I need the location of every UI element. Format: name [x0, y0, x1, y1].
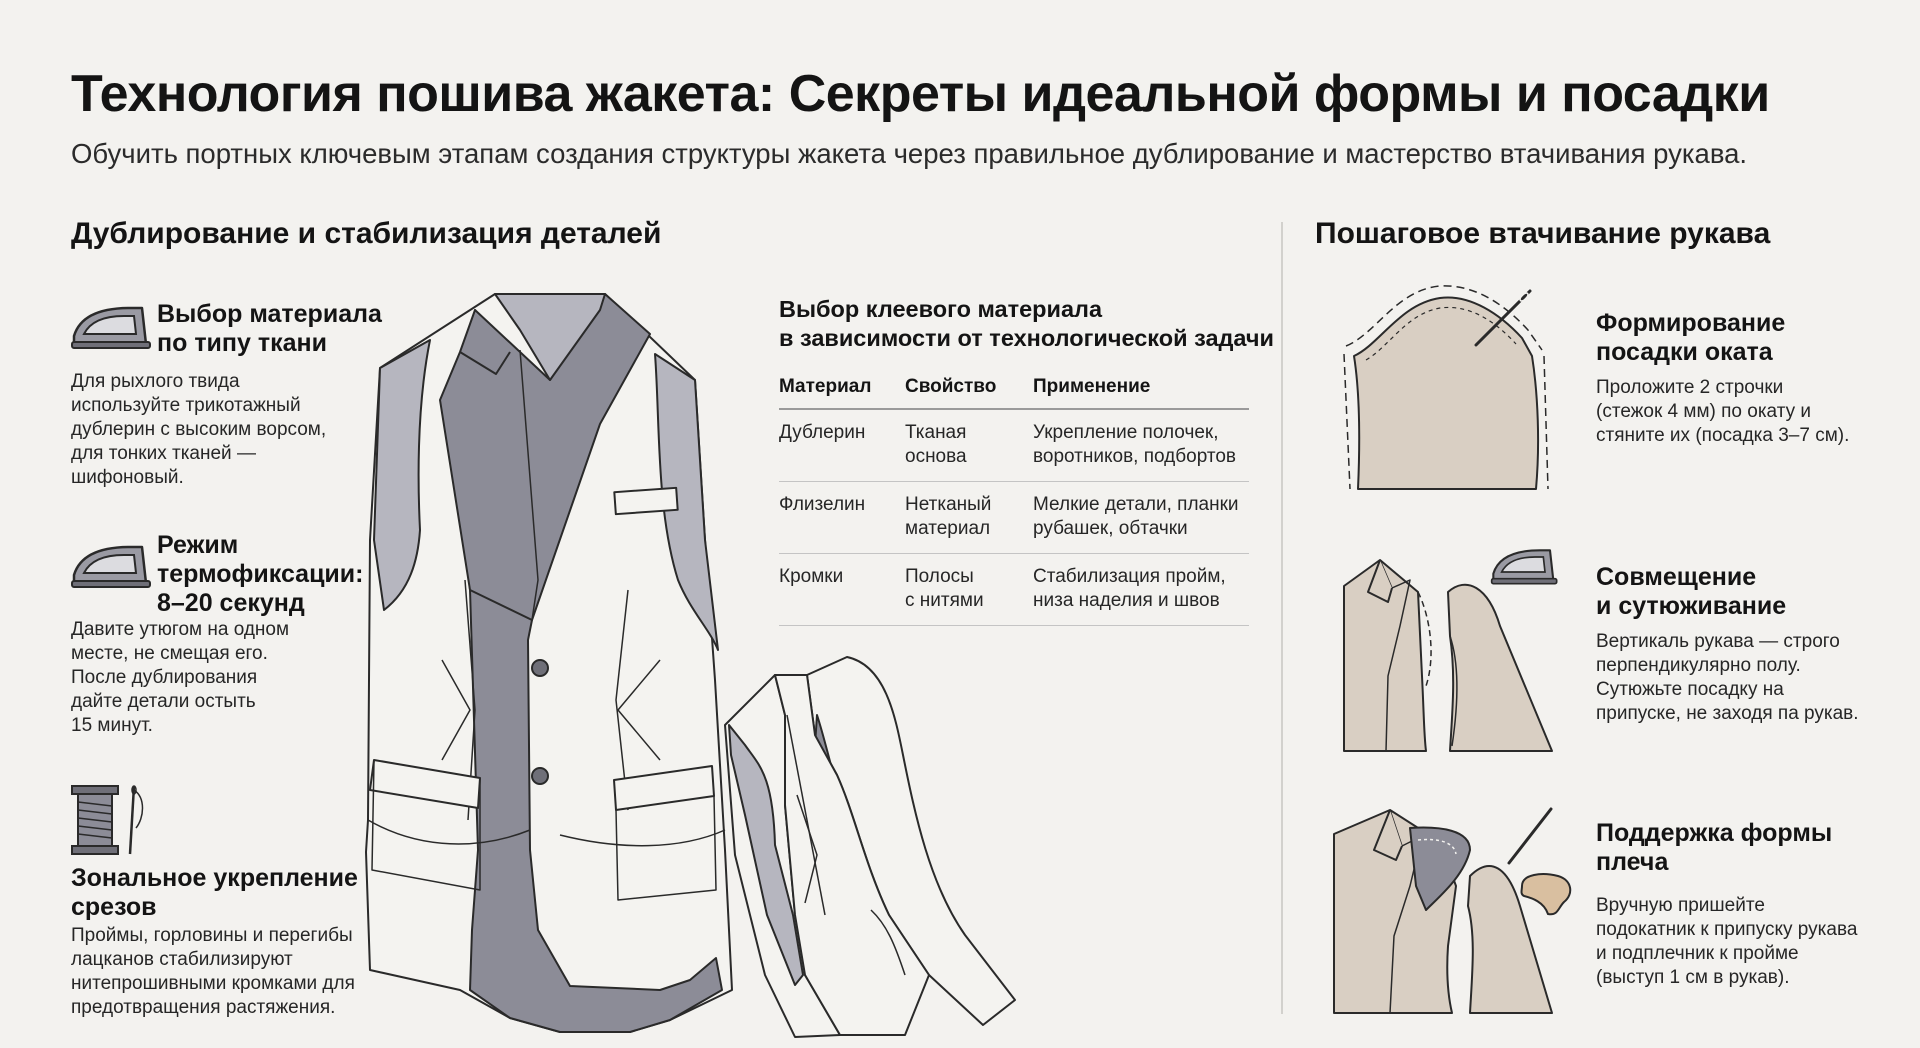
- text-line: подокатник к припуску рукава: [1596, 919, 1858, 940]
- table-cell: Укрепление полочек, воротников, подбортов: [1033, 409, 1249, 482]
- cell-line: материал: [905, 518, 991, 539]
- block-title-line: срезов: [71, 893, 157, 921]
- step-title-line: Формирование: [1596, 309, 1786, 337]
- block-title-line: Режим: [157, 531, 239, 559]
- table-cell: Кромки: [779, 553, 905, 626]
- step-title-align: Совмещение и сутюживание: [1596, 563, 1786, 621]
- cell-line: Нетканый: [905, 494, 992, 515]
- block-text-zonal: Проймы, горловины и перегибы лацканов ст…: [71, 924, 355, 1020]
- step-title-line: Поддержка формы: [1596, 819, 1833, 847]
- block-title-zonal: Зональное укрепление срезов: [71, 864, 358, 922]
- iron-icon: [1490, 549, 1558, 585]
- cell-line: Мелкие детали, планки: [1033, 494, 1239, 515]
- text-line: перпендикулярно полу.: [1596, 655, 1801, 676]
- sleeve-alignment-illustration: [1343, 559, 1553, 752]
- cell-line: рубашек, обтачки: [1033, 518, 1188, 539]
- sleeve-cap-illustration: [1343, 285, 1549, 490]
- table-heading-line: в зависимости от технологической задачи: [779, 325, 1275, 351]
- table-cell: Мелкие детали, планки рубашек, обтачки: [1033, 481, 1249, 554]
- text-line: стяните их (посадка 3–7 см).: [1596, 425, 1850, 446]
- table-heading: Выбор клеевого материала в зависимости о…: [779, 295, 1274, 353]
- column-header: Материал: [779, 370, 905, 410]
- table-cell: Полосы с нитями: [905, 553, 1033, 626]
- text-line: и подплечник к пройме: [1596, 943, 1799, 964]
- column-header: Применение: [1033, 370, 1249, 410]
- text-line: Давите утюгом на одном: [71, 619, 290, 640]
- cell-line: Полосы: [905, 566, 974, 587]
- block-title-line: по типу ткани: [157, 329, 328, 357]
- text-line: Для рыхлого твида: [71, 371, 240, 392]
- column-header: Свойство: [905, 370, 1033, 410]
- step-title-line: посадки оката: [1596, 338, 1773, 366]
- cell-line: воротников, подбортов: [1033, 446, 1236, 467]
- cell-line: Тканая: [905, 422, 967, 443]
- text-line: для тонких тканей —: [71, 443, 256, 464]
- text-line: После дублирования: [71, 667, 258, 688]
- right-section-title: Пошаговое втачивание рукава: [1315, 217, 1771, 250]
- text-line: нитепрошивными кромками для: [71, 973, 355, 994]
- cell-line: Стабилизация пройм,: [1033, 566, 1226, 587]
- step-title-line: Совмещение: [1596, 563, 1757, 591]
- text-line: лацканов стабилизируют: [71, 949, 293, 970]
- table-heading-line: Выбор клеевого материала: [779, 296, 1103, 322]
- cell-line: низа наделия и швов: [1033, 590, 1220, 611]
- table-cell: Флизелин: [779, 481, 905, 554]
- shoulder-pad-icon: [1520, 873, 1572, 916]
- block-title-line: 8–20 секунд: [157, 589, 305, 617]
- text-line: Проймы, горловины и перегибы: [71, 925, 353, 946]
- thread-spool-needle-icon: [71, 785, 144, 855]
- block-title-thermofix: Режим термофиксации: 8–20 секунд: [157, 531, 364, 618]
- table-row: Флизелин Нетканый материал Мелкие детали,…: [779, 481, 1249, 554]
- text-line: Вручную пришейте: [1596, 895, 1765, 916]
- text-line: Проложите 2 строчки: [1596, 377, 1784, 398]
- step-title-shoulder: Поддержка формы плеча: [1596, 819, 1832, 877]
- block-text-thermofix: Давите утюгом на одном месте, не смещая …: [71, 618, 289, 738]
- step-text-align: Вертикаль рукава — строго перпендикулярн…: [1596, 630, 1859, 726]
- text-line: Вертикаль рукава — строго: [1596, 631, 1840, 652]
- page-title: Технология пошива жакета: Секреты идеаль…: [71, 65, 1770, 123]
- table-row: Кромки Полосы с нитями Стабилизация пройм…: [779, 553, 1249, 626]
- step-title-line: и сутюживание: [1596, 592, 1787, 620]
- text-line: предотвращения растяжения.: [71, 997, 336, 1018]
- text-line: дайте детали остыть: [71, 691, 256, 712]
- table-cell: Стабилизация пройм, низа наделия и швов: [1033, 553, 1249, 626]
- text-line: Сутюжьте посадку на: [1596, 679, 1784, 700]
- cell-line: Укрепление полочек,: [1033, 422, 1219, 443]
- interfacing-table: Материал Свойство Применение Дублерин Тк…: [779, 370, 1249, 626]
- text-line: месте, не смещая его.: [71, 643, 268, 664]
- text-line: дублерин с высоким ворсом,: [71, 419, 327, 440]
- step-text-cap: Проложите 2 строчки (стежок 4 мм) по ока…: [1596, 376, 1849, 448]
- table-row: Дублерин Тканая основа Укрепление полочек…: [779, 409, 1249, 482]
- table-cell: Нетканый материал: [905, 481, 1033, 554]
- text-line: (выступ 1 см в рукав).: [1596, 967, 1790, 988]
- table-cell: Тканая основа: [905, 409, 1033, 482]
- left-section-title: Дублирование и стабилизация деталей: [71, 217, 662, 250]
- cell-line: с нитями: [905, 590, 984, 611]
- text-line: 15 минут.: [71, 715, 153, 736]
- shoulder-support-illustration: [1333, 809, 1553, 1014]
- block-title-line: термофиксации:: [157, 560, 364, 588]
- table-header-row: Материал Свойство Применение: [779, 370, 1249, 410]
- step-title-line: плеча: [1596, 848, 1669, 876]
- section-divider: [1281, 222, 1283, 1014]
- iron-icon: [71, 545, 151, 588]
- cell-line: основа: [905, 446, 967, 467]
- needle-icon: [1507, 807, 1553, 865]
- block-title-material: Выбор материала по типу ткани: [157, 300, 382, 358]
- text-line: шифоновый.: [71, 467, 184, 488]
- block-text-material: Для рыхлого твида используйте трикотажны…: [71, 370, 326, 490]
- sleeve-and-side-panel-illustration: [724, 656, 1016, 1038]
- block-title-line: Зональное укрепление: [71, 864, 358, 892]
- step-text-shoulder: Вручную пришейте подокатник к припуску р…: [1596, 894, 1857, 990]
- table-cell: Дублерин: [779, 409, 905, 482]
- jacket-front-illustration: [365, 293, 733, 1033]
- step-title-cap: Формирование посадки оката: [1596, 309, 1785, 367]
- page-subtitle: Обучить портных ключевым этапам создания…: [71, 138, 1748, 169]
- iron-icon: [71, 306, 151, 349]
- block-title-line: Выбор материала: [157, 300, 382, 328]
- text-line: (стежок 4 мм) по окату и: [1596, 401, 1812, 422]
- text-line: используйте трикотажный: [71, 395, 301, 416]
- needle-icon: [1474, 289, 1532, 347]
- text-line: припуске, не заходя па рукав.: [1596, 703, 1859, 724]
